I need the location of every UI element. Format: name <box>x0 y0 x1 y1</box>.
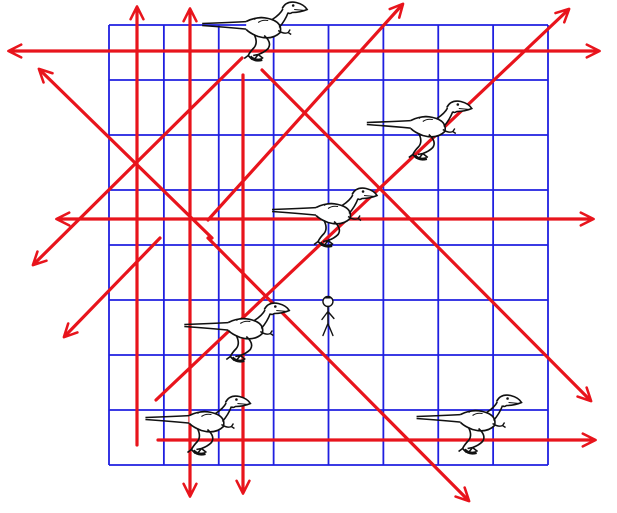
arrow-diagonal <box>37 67 214 240</box>
figures <box>143 0 524 456</box>
arrow-diagonal <box>62 236 162 339</box>
arrow-diagonal <box>31 56 244 267</box>
arrow-diagonal <box>206 2 405 222</box>
raptor-bottom-icon <box>143 394 252 456</box>
arrow-diagonal <box>206 236 471 503</box>
attack-vectors <box>7 2 601 503</box>
arrow-diagonal <box>260 68 593 403</box>
stick-figure-icon <box>321 295 335 337</box>
arrow-diagonal <box>154 7 571 402</box>
raptor-right-icon <box>415 393 524 455</box>
raptor-middle-icon <box>270 186 379 248</box>
